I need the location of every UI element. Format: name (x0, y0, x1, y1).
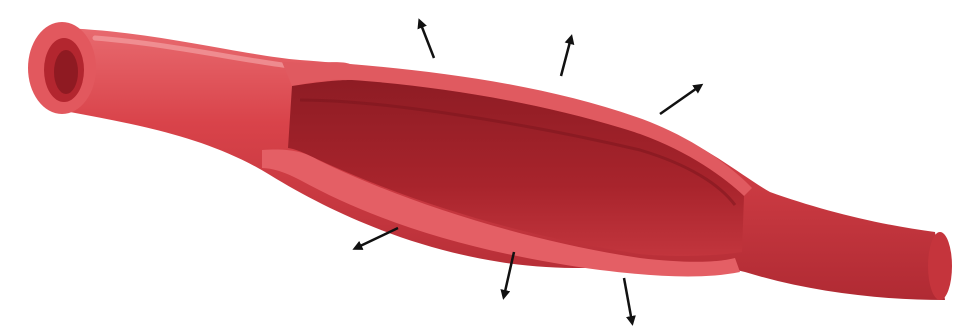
vessel-right-end (928, 232, 952, 300)
arrow-down-right-icon (624, 278, 632, 322)
arrow-up-left-icon (420, 22, 434, 58)
arrow-up-right-icon (660, 86, 700, 114)
vessel-left-opening-lumen (54, 50, 78, 94)
arrow-down-left-icon (356, 228, 398, 248)
arrow-up-icon (561, 38, 571, 76)
